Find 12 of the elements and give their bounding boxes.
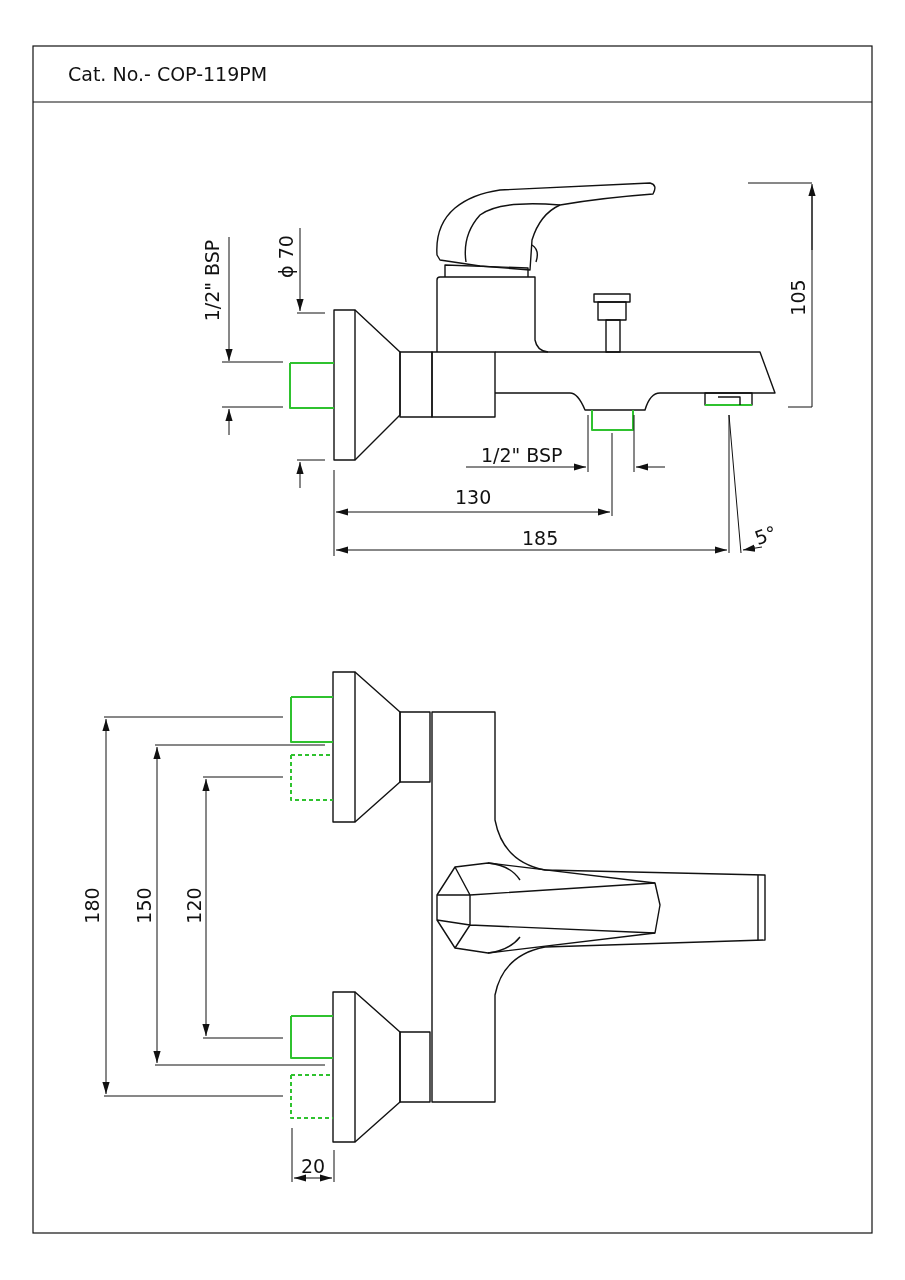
dimension-label: 1/2" BSP	[481, 445, 563, 465]
dimension-label: 1/2" BSP	[203, 239, 223, 321]
dimension-label: 105	[788, 278, 808, 316]
dimension-label: 130	[455, 487, 492, 507]
dimension-label: ϕ 70	[276, 234, 296, 278]
dimension-label: 20	[301, 1156, 326, 1176]
dimension-label: 120	[184, 886, 204, 924]
catalog-number-title: Cat. No.- COP-119PM	[68, 63, 268, 86]
dimension-label: 5°	[752, 522, 780, 548]
dimension-label: 180	[82, 886, 102, 924]
dimension-label: 185	[522, 528, 559, 548]
dimension-label: 150	[134, 886, 154, 924]
